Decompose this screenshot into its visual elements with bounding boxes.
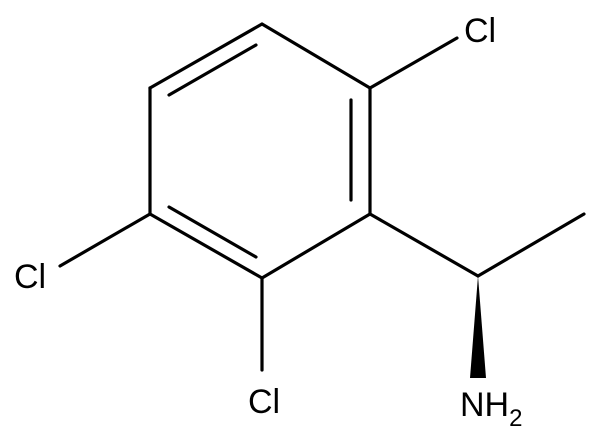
ring-inner-double-bond-top [167,43,258,97]
amine-subscript: 2 [509,405,522,432]
ring-bond-c4-c5 [260,212,372,280]
cl-label-left: Cl [14,258,46,296]
bond-to-cl-left [58,212,152,268]
ring-bond-c1-c2 [148,22,264,90]
ring-bond-c6-c1 [260,22,372,90]
amine-nh-text: NH [460,386,509,424]
cl-label-top: Cl [464,12,496,50]
wedge-bond-to-amine [470,276,486,378]
bond-to-chiral-carbon [368,212,480,278]
amine-label: NH2 [460,386,522,432]
ring-bond-c3-c4 [148,212,264,280]
ring-inner-double-bond-lower-left [167,205,258,259]
bond-to-methyl [476,212,586,278]
bond-to-cl-top [368,36,459,90]
cl-label-bottom: Cl [248,383,280,421]
